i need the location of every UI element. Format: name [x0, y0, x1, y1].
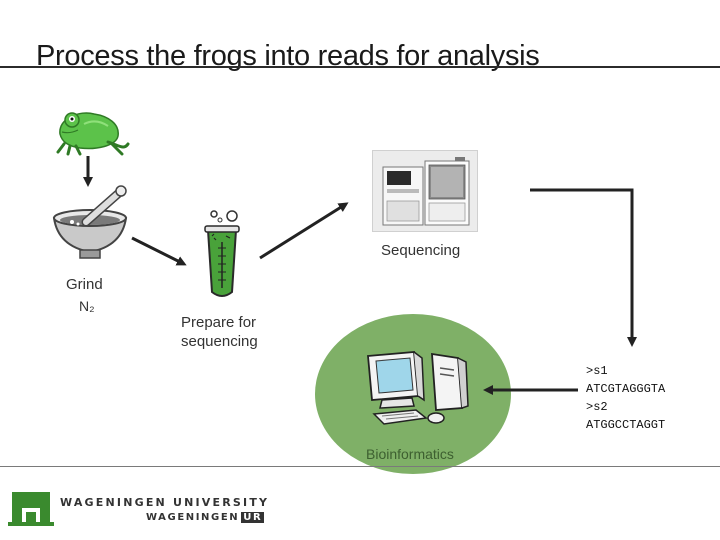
label-prepare: Prepare for sequencing [181, 314, 258, 350]
logo-text-ur: UR [241, 512, 265, 523]
wageningen-logo-icon [8, 492, 54, 526]
mortar-pestle-icon [52, 185, 128, 259]
arrow-prepare-to-sequencing [259, 202, 349, 260]
computer-icon [367, 351, 469, 425]
test-tube-icon [204, 210, 240, 297]
reads-list: >s1 ATCGTAGGGTA >s2 ATGGCCTAGGT [586, 362, 665, 434]
read-sequence-2: ATGGCCTAGGT [586, 418, 666, 432]
label-bioinformatics: Bioinformatics [366, 446, 454, 462]
sequencer-photo [372, 150, 478, 232]
label-grind: Grind [66, 276, 103, 293]
arrow-sequencing-to-reads [530, 188, 637, 347]
read-header-2: >s2 [586, 400, 608, 414]
footer-rule [0, 466, 720, 467]
arrow-grind-to-prepare [131, 236, 187, 266]
logo-text-university: WAGENINGEN UNIVERSITY [60, 496, 270, 509]
read-sequence-1: ATCGTAGGGTA [586, 382, 666, 396]
label-sequencing: Sequencing [381, 242, 461, 259]
frog-icon [56, 112, 130, 156]
label-nitrogen: N₂ [79, 298, 95, 314]
title-underline [0, 66, 720, 68]
sequencer-machine-icon [382, 157, 470, 226]
logo-text-wageningen: WAGENINGEN [146, 512, 240, 523]
read-header-1: >s1 [586, 364, 608, 378]
